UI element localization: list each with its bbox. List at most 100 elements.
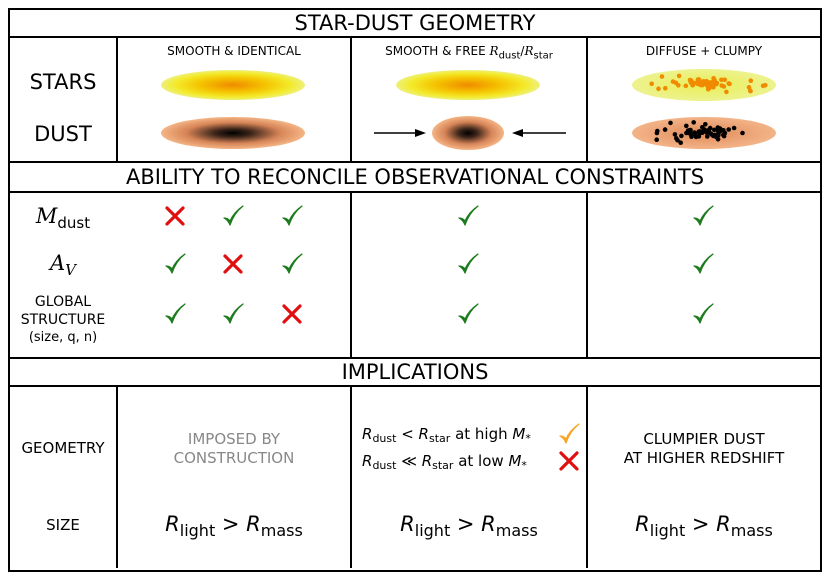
divider bbox=[116, 385, 118, 568]
av-subscript: V bbox=[65, 261, 76, 280]
condition-text: at low bbox=[453, 452, 509, 470]
check-mark-icon bbox=[690, 301, 716, 327]
check-mark-icon bbox=[220, 203, 246, 229]
star-clump-dot bbox=[719, 77, 724, 83]
star-clump-dot bbox=[663, 85, 668, 91]
row-label-size: SIZE bbox=[46, 516, 80, 534]
dust-clump-dot bbox=[712, 127, 717, 133]
r-symbol: R bbox=[716, 512, 731, 536]
right-arrow-icon bbox=[374, 129, 426, 137]
column-header-smooth-free: SMOOTH & FREE Rdust/Rstar bbox=[352, 43, 586, 64]
r-subscript: light bbox=[179, 521, 216, 540]
operator: < bbox=[396, 425, 419, 443]
dust-clump-dot bbox=[722, 130, 728, 136]
star-clump-dot bbox=[710, 84, 716, 89]
divider bbox=[8, 385, 822, 387]
r-subscript: dust bbox=[372, 459, 397, 472]
column-header-smooth-identical: SMOOTH & IDENTICAL bbox=[167, 44, 301, 58]
stars-smooth-ellipse bbox=[161, 70, 305, 100]
divider bbox=[8, 36, 822, 38]
star-clump-dot bbox=[724, 89, 729, 95]
row-label-stars: STARS bbox=[29, 70, 97, 94]
r-subscript: mass bbox=[730, 521, 773, 540]
mass-symbol: M bbox=[512, 425, 526, 443]
partial-mark-icon bbox=[556, 421, 582, 447]
r-symbol: R bbox=[165, 512, 180, 536]
star-clump-dot bbox=[656, 86, 661, 91]
divider bbox=[8, 357, 822, 359]
cross-mark-icon bbox=[279, 301, 305, 327]
check-mark-icon bbox=[279, 203, 305, 229]
dust-clump-dot bbox=[703, 122, 708, 127]
dust-clump-dot bbox=[705, 134, 710, 139]
r-subscript: mass bbox=[260, 521, 303, 540]
star-clump-dot bbox=[688, 80, 694, 85]
star-clump-dot bbox=[697, 81, 703, 87]
check-mark-icon bbox=[162, 251, 188, 277]
star-clump-dot bbox=[719, 83, 724, 88]
mdust-symbol: M bbox=[35, 204, 58, 228]
ratio-denominator-subscript: star bbox=[533, 50, 553, 62]
operator: > bbox=[685, 512, 717, 536]
dust-clump-dot bbox=[654, 130, 660, 136]
check-mark-icon bbox=[220, 301, 246, 327]
r-subscript: star bbox=[432, 459, 454, 472]
cross-mark-icon bbox=[556, 448, 582, 474]
r-subscript: mass bbox=[495, 521, 538, 540]
size-relation-col2: Rlight > Rmass bbox=[352, 511, 586, 544]
dust-clump-dot bbox=[700, 125, 705, 130]
column-header-diffuse-clumpy: DIFFUSE + CLUMPY bbox=[645, 44, 763, 58]
operator: > bbox=[450, 512, 482, 536]
dust-clump-dot bbox=[668, 120, 673, 126]
r-subscript: dust bbox=[372, 432, 397, 445]
check-mark-icon bbox=[162, 301, 188, 327]
divider bbox=[116, 36, 118, 161]
dust-clump-dot bbox=[716, 132, 721, 138]
dust-clump-dot bbox=[718, 128, 724, 134]
dust-smooth-ellipse bbox=[161, 117, 305, 149]
dust-clump-dot bbox=[691, 120, 696, 125]
implications-title: IMPLICATIONS bbox=[341, 360, 489, 384]
divider bbox=[586, 385, 588, 568]
operator: ≪ bbox=[396, 452, 422, 470]
star-clump-dot bbox=[676, 73, 682, 79]
row-label-geometry: GEOMETRY bbox=[21, 439, 105, 457]
star-clump-dot bbox=[712, 80, 717, 85]
global-structure-params: (size, q, n) bbox=[28, 330, 98, 345]
size-ratio-low-mass: Rdust ≪ Rstar at low M* bbox=[362, 451, 527, 476]
dust-clump-dot bbox=[696, 129, 702, 135]
implication-line: AT HIGHER REDSHIFT bbox=[623, 449, 785, 467]
geometry-title: STAR-DUST GEOMETRY bbox=[294, 11, 536, 35]
global-structure-line: GLOBAL bbox=[34, 294, 92, 310]
check-mark-icon bbox=[690, 251, 716, 277]
implication-line: IMPOSED BY bbox=[187, 430, 281, 448]
mass-subscript: * bbox=[525, 432, 531, 445]
divider bbox=[586, 36, 588, 161]
dust-clump-dot bbox=[712, 132, 718, 138]
dust-clump-dot bbox=[672, 132, 678, 137]
ratio-denominator: R bbox=[524, 44, 534, 58]
clumpier-dust-text: CLUMPIER DUST AT HIGHER REDSHIFT bbox=[588, 430, 820, 468]
row-label-global-structure: GLOBAL STRUCTURE (size, q, n) bbox=[10, 293, 116, 347]
r-symbol: R bbox=[362, 452, 373, 470]
r-subscript: light bbox=[414, 521, 451, 540]
dust-clump-dot bbox=[706, 128, 712, 133]
ratio-numerator-subscript: dust bbox=[498, 50, 521, 62]
dust-clump-dot bbox=[685, 128, 691, 134]
star-clumps bbox=[649, 73, 768, 95]
star-clump-dot bbox=[659, 74, 665, 79]
implication-line: CLUMPIER DUST bbox=[643, 430, 765, 448]
r-subscript: star bbox=[428, 432, 451, 445]
divider bbox=[586, 191, 588, 357]
star-clump-dot bbox=[670, 79, 676, 84]
ratio-numerator: R bbox=[489, 44, 499, 58]
global-structure-line: STRUCTURE bbox=[20, 312, 106, 328]
dust-clump-dot bbox=[700, 130, 705, 135]
dust-clump-dot bbox=[715, 125, 721, 130]
star-clump-dot bbox=[705, 86, 711, 92]
divider bbox=[350, 191, 352, 357]
star-clump-dot bbox=[683, 83, 689, 89]
dust-clump-dot bbox=[654, 137, 659, 142]
